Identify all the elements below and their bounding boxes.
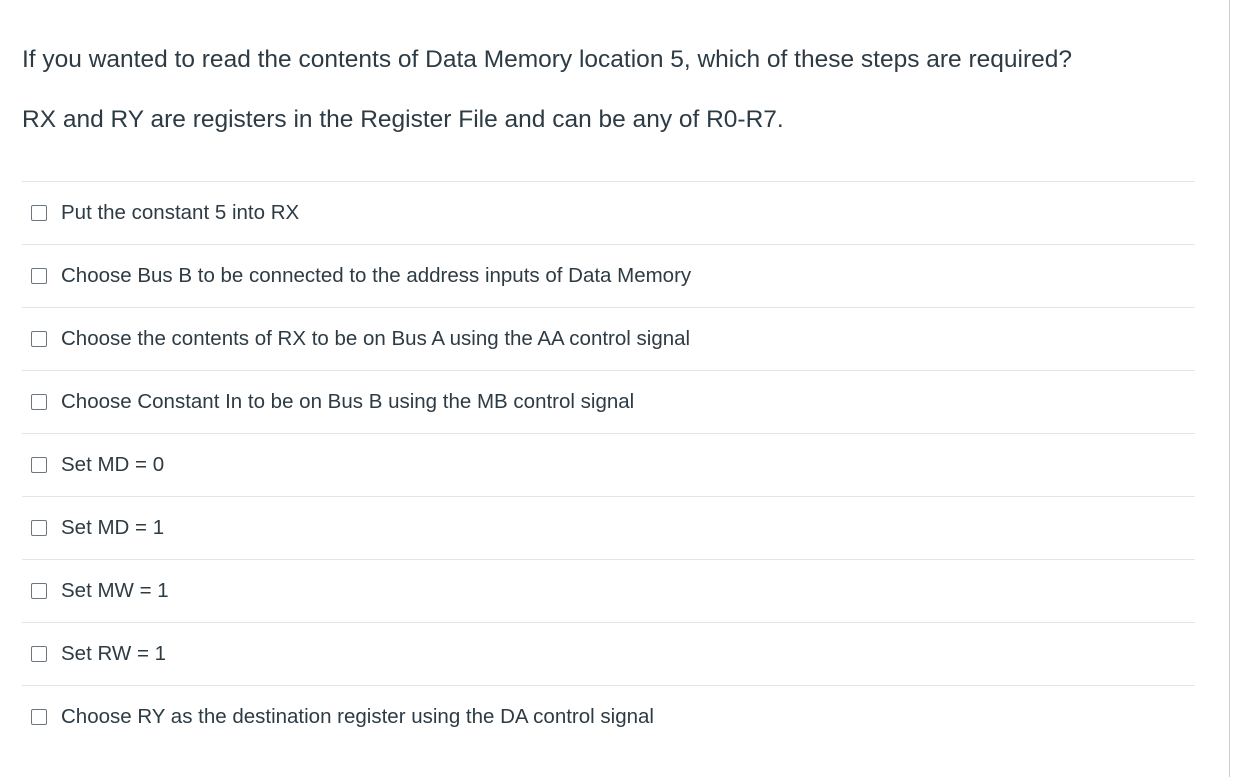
answer-label: Choose RY as the destination register us… (61, 705, 654, 728)
answer-option-7[interactable]: Set MW = 1 (22, 560, 1195, 623)
checkbox[interactable] (31, 457, 47, 473)
answer-label: Choose Constant In to be on Bus B using … (61, 390, 635, 413)
checkbox[interactable] (31, 709, 47, 725)
checkbox[interactable] (31, 331, 47, 347)
question-text: If you wanted to read the contents of Da… (22, 40, 1192, 140)
answer-option-1[interactable]: Put the constant 5 into RX (22, 182, 1195, 245)
answer-label: Set MW = 1 (61, 579, 169, 602)
question-line-1: If you wanted to read the contents of Da… (22, 46, 1073, 73)
answer-label: Set MD = 1 (61, 516, 165, 539)
answer-label: Set RW = 1 (61, 642, 167, 665)
answer-label: Choose Bus B to be connected to the addr… (61, 264, 692, 287)
answer-option-3[interactable]: Choose the contents of RX to be on Bus A… (22, 308, 1195, 371)
checkbox[interactable] (31, 268, 47, 284)
answer-option-6[interactable]: Set MD = 1 (22, 497, 1195, 560)
answer-label: Set MD = 0 (61, 453, 165, 476)
answer-list: Put the constant 5 into RX Choose Bus B … (22, 181, 1195, 748)
answer-option-5[interactable]: Set MD = 0 (22, 434, 1195, 497)
answer-option-8[interactable]: Set RW = 1 (22, 623, 1195, 686)
checkbox[interactable] (31, 205, 47, 221)
answer-option-2[interactable]: Choose Bus B to be connected to the addr… (22, 245, 1195, 308)
page-right-border (1229, 0, 1230, 777)
checkbox[interactable] (31, 646, 47, 662)
answer-label: Choose the contents of RX to be on Bus A… (61, 327, 691, 350)
question-line-2: RX and RY are registers in the Register … (22, 106, 784, 133)
answer-label: Put the constant 5 into RX (61, 201, 300, 224)
answer-option-9[interactable]: Choose RY as the destination register us… (22, 686, 1195, 748)
answer-option-4[interactable]: Choose Constant In to be on Bus B using … (22, 371, 1195, 434)
checkbox[interactable] (31, 394, 47, 410)
checkbox[interactable] (31, 520, 47, 536)
checkbox[interactable] (31, 583, 47, 599)
